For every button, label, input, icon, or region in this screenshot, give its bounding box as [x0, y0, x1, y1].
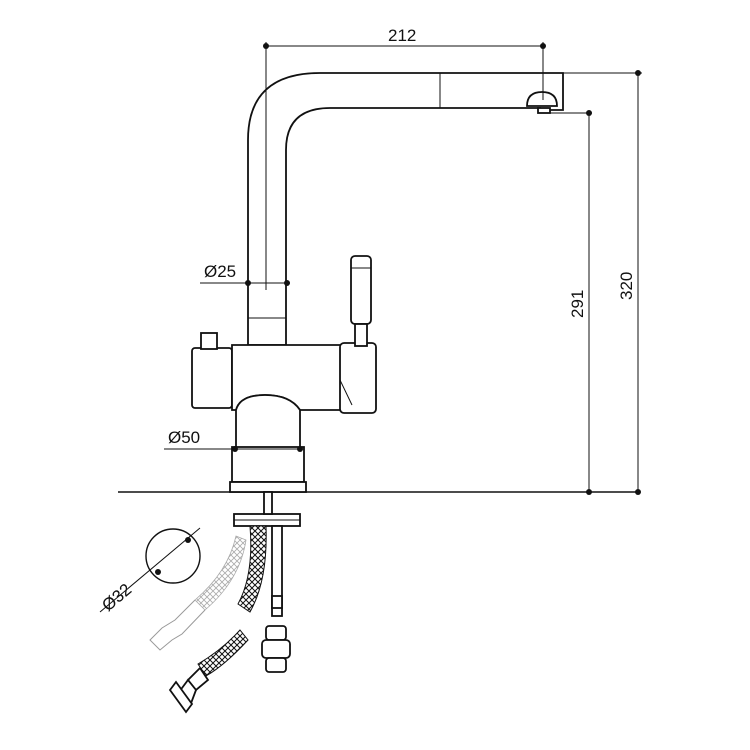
base-column — [229, 394, 307, 493]
hole-diameter-label: Ø32 — [98, 580, 135, 615]
total-height-dimension — [563, 70, 642, 495]
spout-reach-label: 212 — [388, 26, 416, 45]
base-diameter-dimension — [164, 446, 304, 452]
column-diameter-dimension — [200, 280, 290, 286]
spout — [247, 72, 564, 346]
ghost-hose — [149, 535, 247, 651]
hole-symbol — [99, 527, 201, 613]
spout-height-label: 291 — [568, 290, 587, 318]
spout-reach-dimension — [263, 42, 546, 290]
spout-height-dimension — [550, 110, 592, 495]
mounting-kit — [233, 491, 301, 673]
lever-handle — [350, 255, 372, 347]
column-diameter-label: Ø25 — [204, 262, 236, 281]
braided-hose — [168, 525, 267, 714]
total-height-label: 320 — [617, 272, 636, 300]
base-diameter-label: Ø50 — [168, 428, 200, 447]
